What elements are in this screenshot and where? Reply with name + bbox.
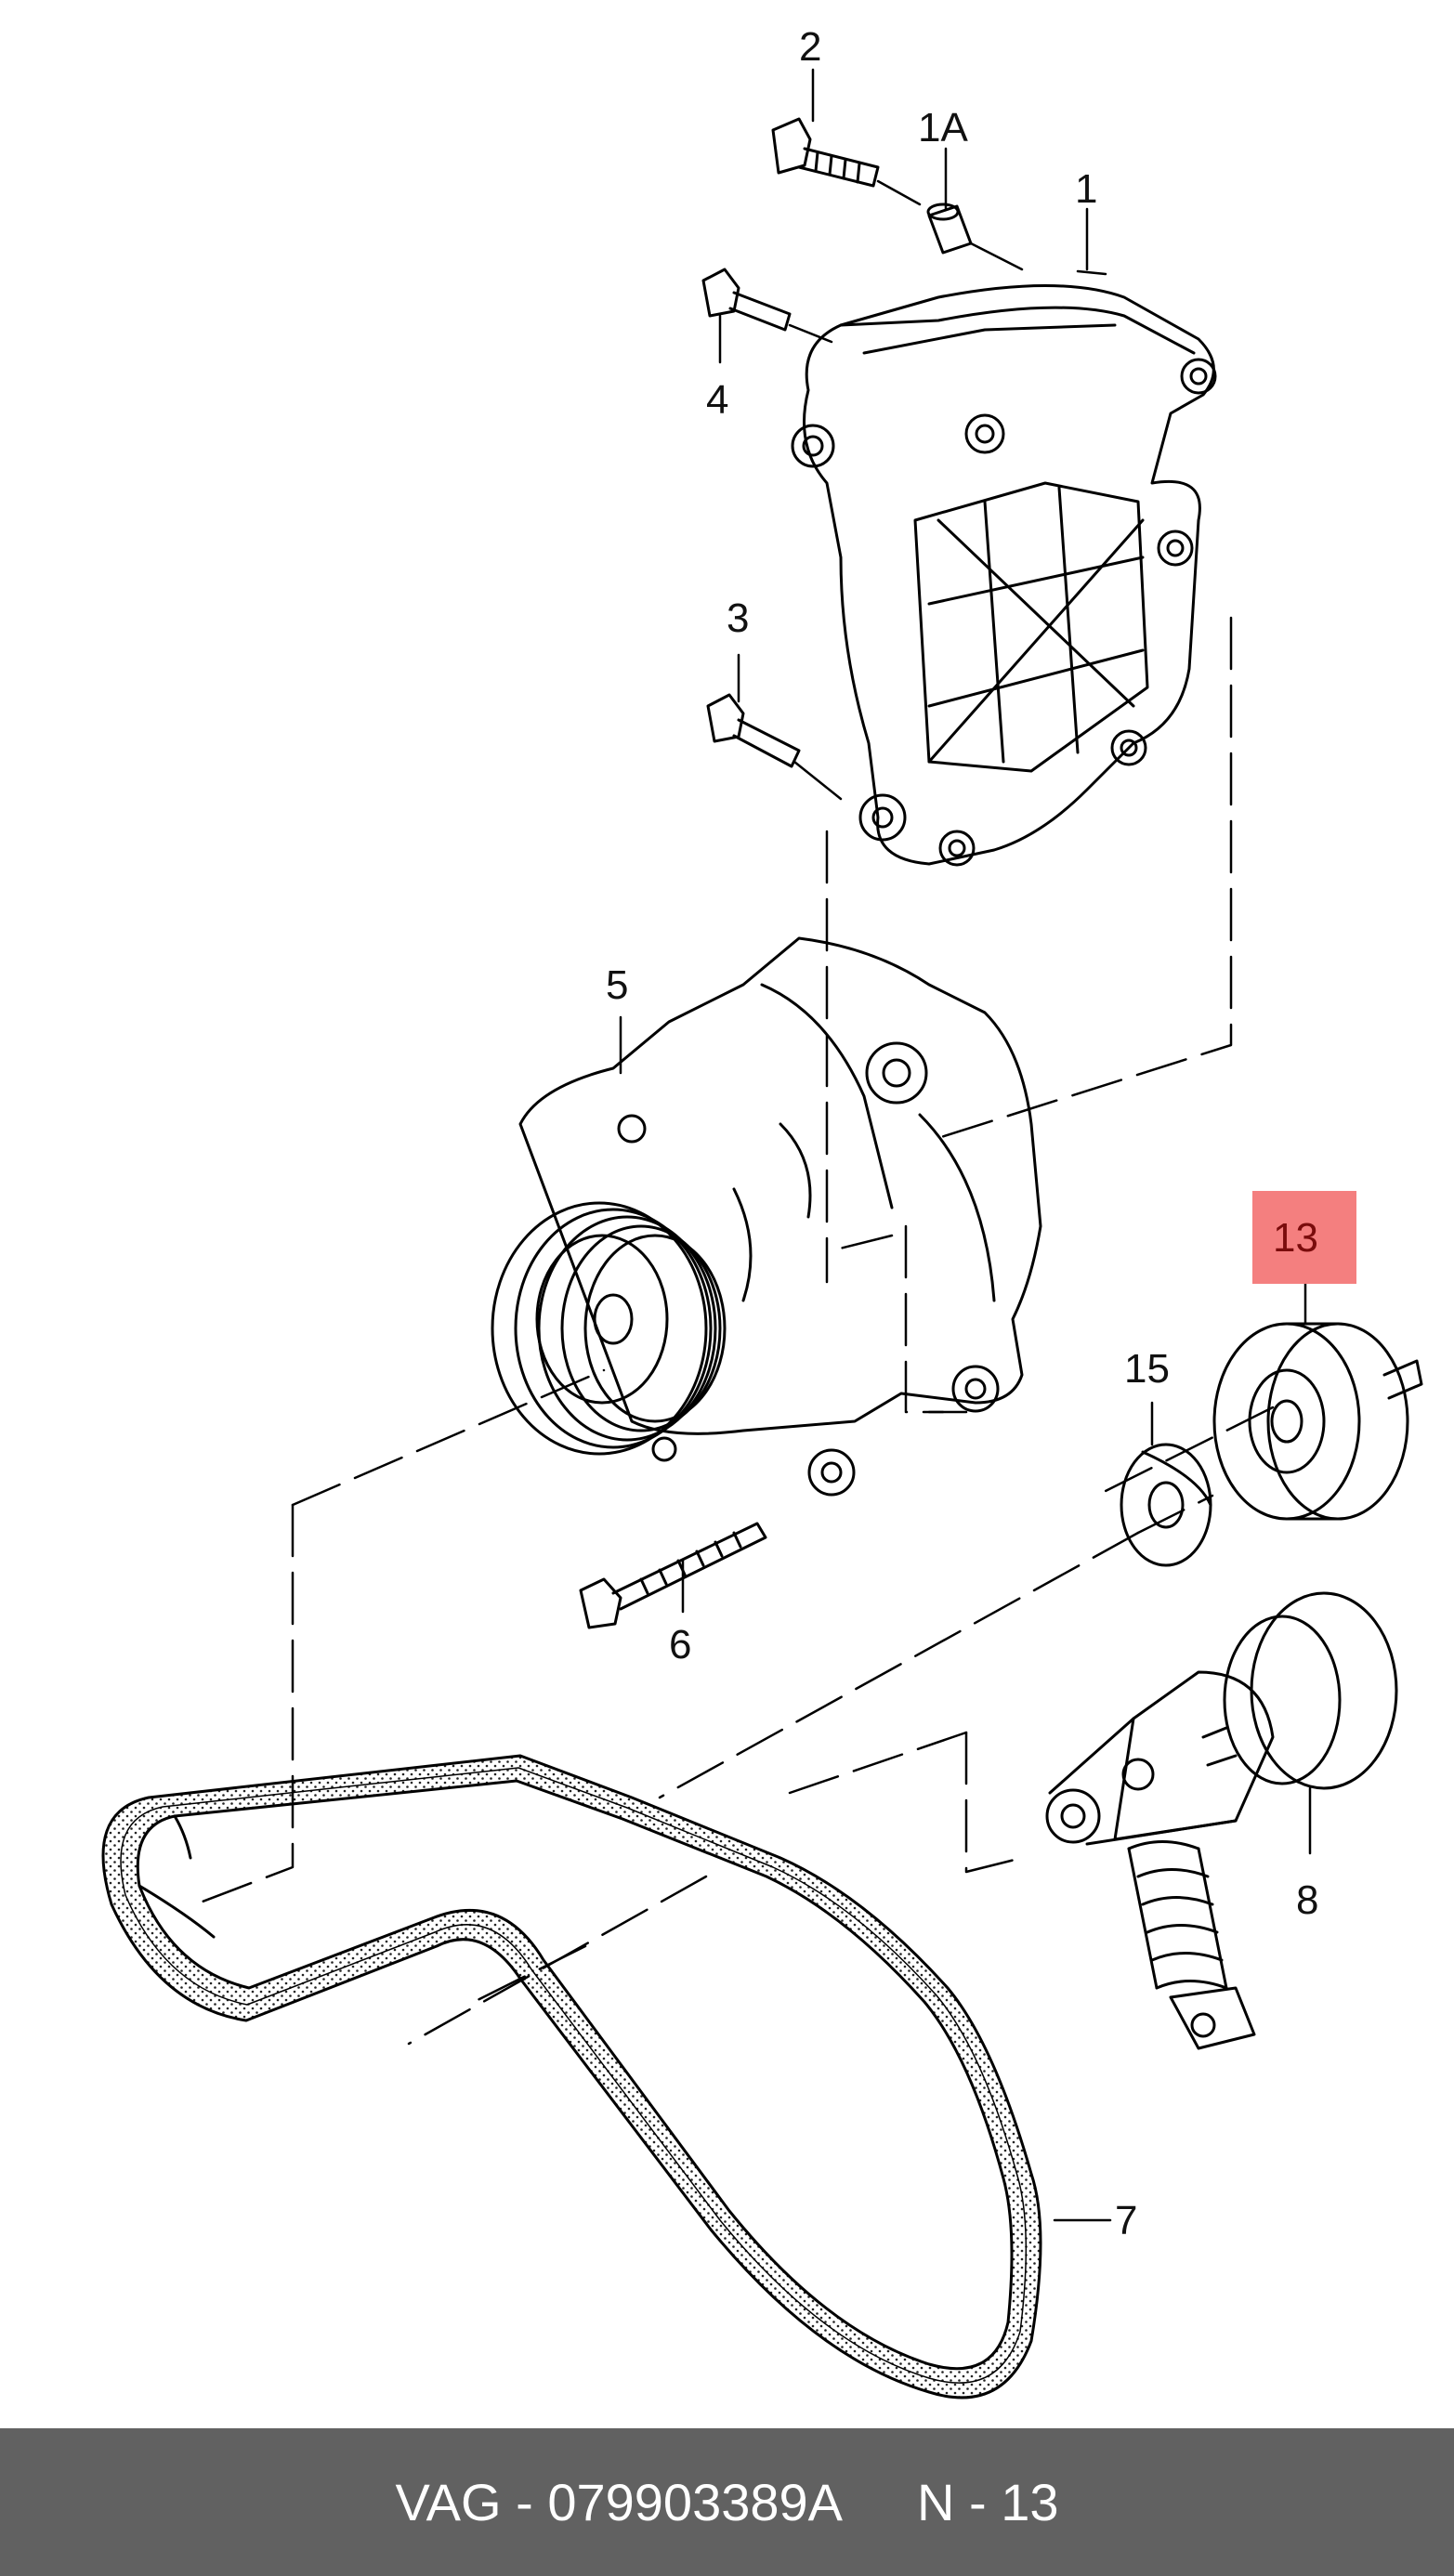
callout-2: 2 — [799, 24, 821, 70]
bolt-6 — [579, 1522, 767, 1629]
part-number-text: VAG - 079903389A — [395, 2473, 844, 2531]
tensioner-8 — [1045, 1591, 1398, 2050]
sleeve-1a — [926, 203, 973, 255]
callout-6: 6 — [669, 1622, 691, 1667]
callout-13: 13 — [1273, 1215, 1318, 1261]
callout-labels: 2 1A 1 4 3 5 13 15 6 8 7 — [606, 24, 1318, 2243]
assembly-lines — [193, 616, 1275, 2046]
alternator-part — [491, 936, 1042, 1497]
part-number-footer: VAG - 079903389A N - 13 — [0, 2428, 1454, 2576]
callout-1a: 1A — [918, 105, 968, 150]
callout-5: 5 — [606, 962, 628, 1008]
diagram-reference-text: N - 13 — [917, 2473, 1059, 2531]
exploded-parts-diagram: 2 1A 1 4 3 5 13 15 6 8 7 — [101, 24, 1423, 2399]
callout-4: 4 — [706, 377, 728, 423]
bolt-2 — [771, 117, 880, 188]
bolt-4 — [701, 268, 792, 332]
callout-7: 7 — [1115, 2198, 1137, 2243]
washer-15 — [1120, 1443, 1212, 1567]
callout-15: 15 — [1124, 1346, 1170, 1392]
idler-pulley-13 — [1212, 1322, 1423, 1521]
bolt-3 — [706, 693, 801, 768]
callout-3: 3 — [727, 595, 749, 641]
callout-13-highlight — [1252, 1191, 1356, 1284]
poly-v-belt-7 — [101, 1754, 1042, 2399]
leader-lines — [619, 68, 1312, 2222]
bracket-part — [791, 284, 1217, 867]
callout-1: 1 — [1075, 166, 1097, 212]
callout-8: 8 — [1296, 1877, 1318, 1923]
